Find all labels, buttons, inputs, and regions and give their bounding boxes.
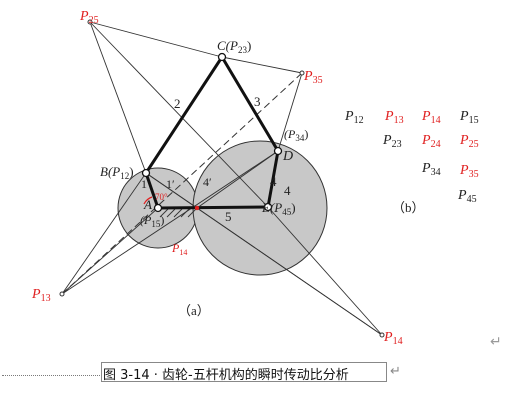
joint-c xyxy=(217,52,227,62)
link-label-4a: 4 xyxy=(270,174,277,189)
link-label-5: 5 xyxy=(225,209,232,224)
pole-p35-dot xyxy=(299,70,305,76)
label-p13: P13 xyxy=(31,287,51,304)
link-label-2: 2 xyxy=(174,96,181,111)
joints xyxy=(141,52,283,213)
pole-p14: P14 xyxy=(421,109,441,126)
label-e: E(P45) xyxy=(261,200,296,217)
construction-lines xyxy=(61,21,383,336)
pole-p24: P24 xyxy=(421,133,441,150)
pole-p14-dot xyxy=(379,332,385,338)
label-p25: P25 xyxy=(79,9,99,26)
caption-return-mark: ↵ xyxy=(390,364,401,379)
pole-p45: P45 xyxy=(457,188,477,205)
figure-caption: 图 3-14 · 齿轮-五杆机构的瞬时传动比分析 xyxy=(103,368,349,383)
subfigure-b-label: （b） xyxy=(392,200,425,215)
pole-p13: P13 xyxy=(384,109,404,126)
pole-p12: P12 xyxy=(344,109,364,126)
pole-p25-dot xyxy=(87,19,93,25)
label-c: C(P23) xyxy=(217,38,251,55)
caption-leader-dots xyxy=(2,375,102,376)
ground-hatch xyxy=(159,208,197,218)
contact-point-p14 xyxy=(194,205,200,211)
subfigure-a-label: （a） xyxy=(178,303,210,318)
label-a: A xyxy=(143,197,152,212)
joint-d xyxy=(273,146,283,156)
link-label-4b: 4 xyxy=(284,183,291,198)
pole-p15: P15 xyxy=(459,109,479,126)
label-p15: (P15) xyxy=(140,213,164,229)
label-p34: (P34) xyxy=(284,127,308,143)
link-label-3: 3 xyxy=(254,94,261,109)
joint-e xyxy=(263,202,273,212)
angle-label: 70° xyxy=(155,192,168,202)
pole-p34: P34 xyxy=(421,161,441,178)
label-d: D xyxy=(282,149,293,164)
label-p14-contact: P14 xyxy=(171,241,187,257)
link-label-1prime: 1′ xyxy=(166,177,175,191)
pole-p25: P25 xyxy=(459,133,479,150)
pole-p35: P35 xyxy=(459,163,479,180)
link-label-4prime: 4′ xyxy=(203,175,212,189)
angle-arc xyxy=(143,196,153,205)
aux-links xyxy=(145,150,279,209)
label-p35: P35 xyxy=(303,69,323,86)
paragraph-mark: ↵ xyxy=(490,334,502,350)
mechanism-links xyxy=(144,55,280,210)
label-p14: P14 xyxy=(383,330,403,347)
pole-p13-dot xyxy=(59,291,65,297)
joint-b xyxy=(141,168,151,178)
mechanism-diagram: P25 C(P23) P35 (P34) D B(P12) A (P15) E(… xyxy=(31,9,479,347)
link-label-1: 1 xyxy=(141,177,147,191)
label-b: B(P12) xyxy=(100,164,134,181)
pole-table: P12 P13 P14 P15 P23 P24 P25 P34 P35 P45 xyxy=(344,109,479,205)
joint-a xyxy=(153,203,163,213)
pole-p23: P23 xyxy=(382,133,402,150)
figure-caption-row: 图 3-14 · 齿轮-五杆机构的瞬时传动比分析 ↵ xyxy=(0,362,507,384)
caption-frame xyxy=(101,362,387,382)
